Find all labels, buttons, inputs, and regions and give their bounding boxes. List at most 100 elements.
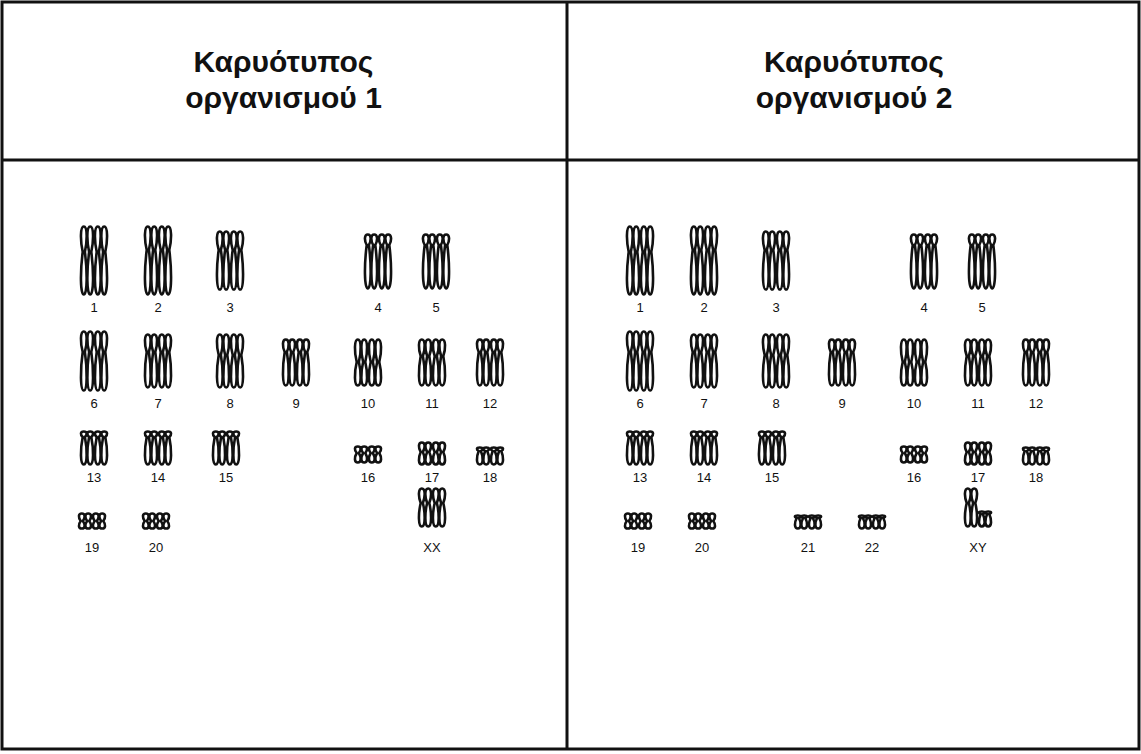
chromosome [979,443,991,465]
chromosome [369,340,381,386]
chromosome [369,447,381,463]
chromosome [283,340,295,386]
chromosome-number: 10 [346,396,390,411]
chromosome [81,432,93,465]
chromosome-number: 14 [136,470,180,485]
chromosome [979,340,991,386]
chromosome [433,340,445,386]
chromosome [627,332,639,391]
chromosome [641,227,653,295]
chromosome [1037,340,1049,386]
chromosome-number: 20 [680,540,724,555]
chromosome-number: 12 [1014,396,1058,411]
chromosome-number: 15 [204,470,248,485]
chromosome [95,432,107,465]
chromosome [773,432,785,465]
chromosome-number: 17 [956,470,1000,485]
chromosome-number: 3 [754,300,798,315]
chromosome-number: 15 [750,470,794,485]
chromosome [641,432,653,465]
chromosome [231,232,243,290]
chromosome-number: 6 [618,396,662,411]
chromosome [627,432,639,465]
chromosome [423,235,435,289]
chromosome-number: 13 [618,470,662,485]
chromosome-number: 16 [892,470,936,485]
chromosome [217,232,229,290]
chromosome [795,516,807,529]
chromosome-number: 5 [960,300,1004,315]
chromosome-number: 3 [208,300,252,315]
chromosome [965,443,977,465]
chromosome [81,227,93,295]
chromosome [157,514,169,529]
chromosome [925,235,937,289]
panel-title: Καρυότυπος οργανισμού 1 [149,44,419,116]
chromosome-number: 17 [410,470,454,485]
chromosome [419,443,431,465]
chromosome [809,516,821,529]
chromosome [365,235,377,289]
chromosome [433,443,445,465]
panel-header: Καρυότυπος οργανισμού 1 [0,0,567,160]
chromosome [145,432,157,465]
chromosome [213,432,225,465]
chromosome [979,512,991,527]
chromosome [477,340,489,386]
chromosome [763,335,775,388]
chromosome [691,227,703,295]
chromosome [689,514,701,529]
chromosome-number: 2 [136,300,180,315]
chromosome [915,340,927,386]
chromosome-number: XY [956,540,1000,555]
chromosome [159,335,171,388]
chromosome-number: 18 [468,470,512,485]
chromosome [627,227,639,295]
chromosome-number: 5 [414,300,458,315]
chromosome [145,227,157,295]
chromosome [93,514,105,529]
chromosome [159,432,171,465]
chromosome [969,235,981,289]
chromosome-number: 16 [346,470,390,485]
chromosome [625,514,637,529]
chromosome-number: 11 [410,396,454,411]
chromosome [477,448,489,465]
chromosome [145,335,157,388]
chromosome [873,516,885,529]
chromosome [965,489,977,527]
chromosome [1023,340,1035,386]
chromosome [379,235,391,289]
chromosome-number: 19 [616,540,660,555]
chromosome [419,489,431,527]
chromosome [491,448,503,465]
chromosome [1023,448,1035,465]
chromosome-number: 14 [682,470,726,485]
chromosome [901,340,913,386]
karyotype-panel: Καρυότυπος οργανισμού 1 [0,0,567,754]
chromosome [159,227,171,295]
divider [566,2,569,749]
chromosome-number: 10 [892,396,936,411]
chromosome [705,432,717,465]
chromosome [143,514,155,529]
chromosome-number: 13 [72,470,116,485]
chromosome [231,335,243,388]
chromosome-number: 7 [682,396,726,411]
chromosome-number: 22 [850,540,894,555]
panel-title: Καρυότυπος οργανισμού 2 [719,44,989,116]
chromosome [911,235,923,289]
chromosome-number: 1 [618,300,662,315]
chromosome [639,514,651,529]
chromosome [691,432,703,465]
chromosome [641,332,653,391]
chromosome-number: 9 [820,396,864,411]
chromosome [81,332,93,391]
chromosome [705,227,717,295]
chromosome [901,447,913,463]
chromosome [79,514,91,529]
chromosome [433,489,445,527]
chromosome-number: 21 [786,540,830,555]
